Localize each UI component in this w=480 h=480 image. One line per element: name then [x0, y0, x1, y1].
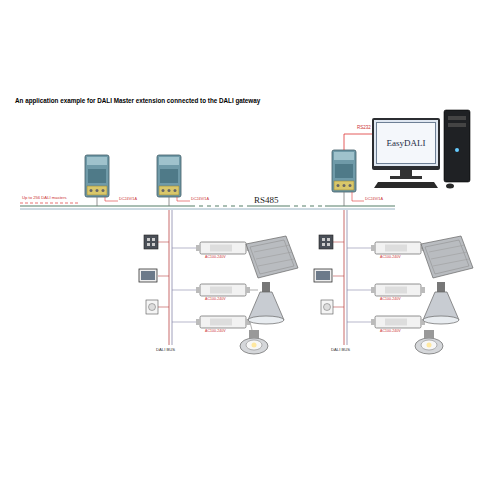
- driver-rating: AC100-240V: [380, 298, 401, 302]
- screen-title: EasyDALI: [387, 138, 426, 148]
- bus-note: Up to 256 DALI masters: [22, 196, 67, 200]
- port-label: RS232: [357, 126, 371, 131]
- driver-rating: AC100-240V: [380, 256, 401, 260]
- driver-rating: AC100-240V: [205, 330, 226, 334]
- driver-rating: AC100-240V: [205, 298, 226, 302]
- power-label: DC24V/1A: [365, 198, 383, 202]
- driver-rating: AC100-240V: [205, 256, 226, 260]
- bus-name: DALI BUS: [331, 348, 350, 352]
- monitor-screen: EasyDALI: [376, 122, 436, 164]
- power-label: DC24V/1A: [191, 198, 209, 202]
- power-label: DC24V/1A: [119, 198, 137, 202]
- bus-name: DALI BUS: [156, 348, 175, 352]
- diagram-title: An application example for DALI Master e…: [15, 98, 260, 104]
- driver-rating: AC100-240V: [380, 330, 401, 334]
- bus-name: RS485: [252, 196, 281, 205]
